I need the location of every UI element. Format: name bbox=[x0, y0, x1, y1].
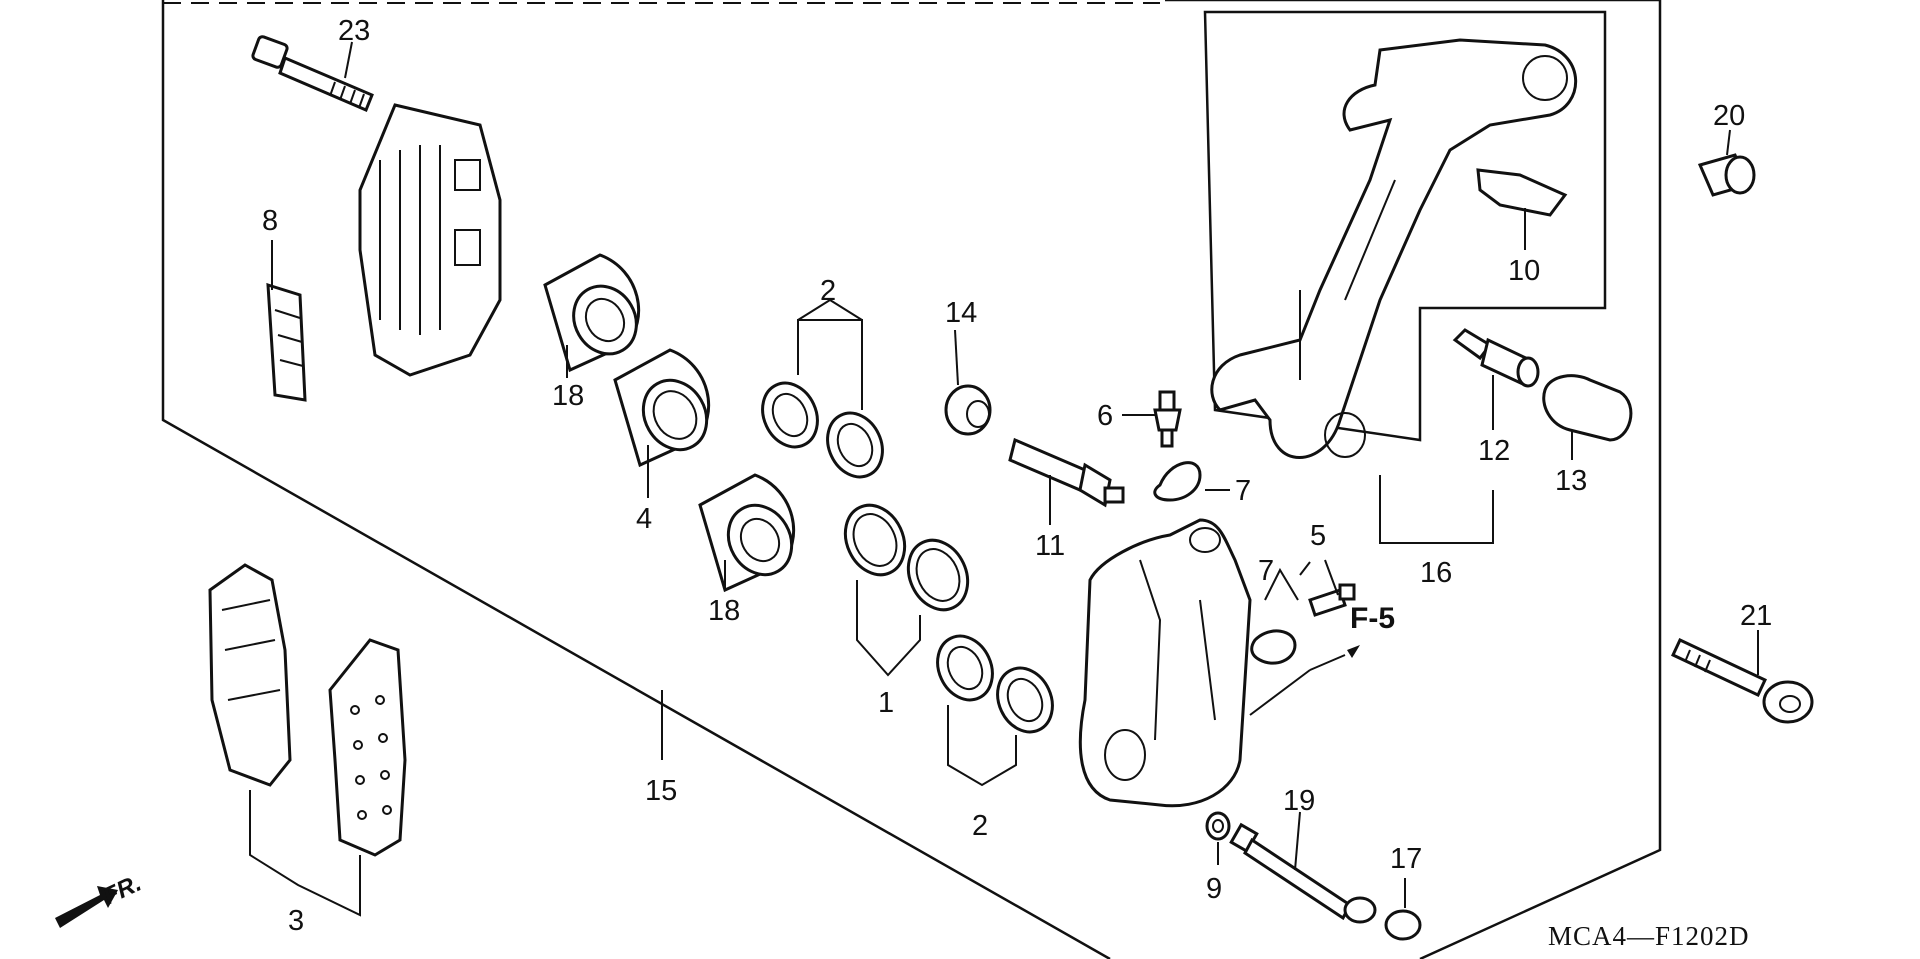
washer-9 bbox=[1205, 811, 1231, 841]
seal-1-b bbox=[906, 538, 970, 612]
callout-13: 13 bbox=[1555, 465, 1587, 497]
callout-23: 23 bbox=[338, 15, 370, 47]
callout-3: 3 bbox=[288, 905, 304, 937]
callout-12: 12 bbox=[1478, 435, 1510, 467]
piston-4 bbox=[613, 348, 711, 468]
callout-7-lower: 7 bbox=[1258, 555, 1274, 587]
callout-21: 21 bbox=[1740, 600, 1772, 632]
brake-pad-3-a bbox=[208, 563, 292, 787]
bleeder-cap-7-lower bbox=[1250, 629, 1297, 665]
cap-14 bbox=[944, 384, 992, 436]
dust-boot-13 bbox=[1542, 374, 1633, 442]
callout-2-lower: 2 bbox=[972, 810, 988, 842]
callout-2-upper: 2 bbox=[820, 275, 836, 307]
plug-17 bbox=[1384, 909, 1422, 941]
callout-19: 19 bbox=[1283, 785, 1315, 817]
pin-19 bbox=[1229, 822, 1377, 924]
callout-8: 8 bbox=[262, 205, 278, 237]
callout-11: 11 bbox=[1035, 530, 1065, 562]
piston-18-lower bbox=[698, 473, 796, 593]
callout-16: 16 bbox=[1420, 557, 1452, 589]
bleeder-6 bbox=[1153, 390, 1182, 448]
bushing-20 bbox=[1697, 153, 1756, 197]
callout-10: 10 bbox=[1508, 255, 1540, 287]
bracket-subframe bbox=[1203, 10, 1607, 442]
caliper-body bbox=[1078, 518, 1252, 808]
seal-2-upper-a bbox=[761, 381, 819, 449]
bolt-23 bbox=[251, 35, 374, 112]
callout-9: 9 bbox=[1206, 873, 1222, 905]
callout-15: 15 bbox=[645, 775, 677, 807]
caliper-assembly-frame bbox=[161, 0, 1662, 959]
piston-18-upper bbox=[543, 253, 641, 373]
callout-5: 5 bbox=[1310, 520, 1326, 552]
seal-2-lower-b bbox=[996, 666, 1054, 734]
front-direction-arrow bbox=[55, 886, 118, 928]
bleeder-cap-7-upper bbox=[1153, 461, 1202, 502]
callout-7-upper: 7 bbox=[1235, 475, 1251, 507]
callout-20: 20 bbox=[1713, 100, 1745, 132]
pin-11 bbox=[1008, 437, 1125, 508]
seal-1-a bbox=[843, 503, 907, 577]
slide-pin-12 bbox=[1452, 328, 1540, 388]
seal-2-lower-a bbox=[936, 634, 994, 702]
callout-18-lower: 18 bbox=[708, 595, 740, 627]
pad-spring-8 bbox=[266, 282, 307, 402]
caliper-bracket bbox=[1210, 38, 1578, 459]
callout-6: 6 bbox=[1097, 400, 1113, 432]
callout-17: 17 bbox=[1390, 843, 1422, 875]
callout-4: 4 bbox=[636, 503, 652, 535]
brake-pad-3-b bbox=[328, 638, 407, 857]
bolt-21 bbox=[1671, 638, 1814, 724]
callout-1: 1 bbox=[878, 687, 894, 719]
diagram-code: MCA4—F1202D bbox=[1548, 921, 1750, 951]
front-direction-label: FR. bbox=[99, 870, 145, 911]
seal-2-upper-b bbox=[826, 411, 884, 479]
cross-reference-label: F-5 bbox=[1350, 602, 1395, 635]
pad-retainer-clip-10 bbox=[1476, 168, 1568, 217]
bleeder-5 bbox=[1308, 583, 1356, 617]
caliper-outer-half bbox=[358, 103, 502, 377]
callout-14: 14 bbox=[945, 297, 977, 329]
callout-18-upper: 18 bbox=[552, 380, 584, 412]
